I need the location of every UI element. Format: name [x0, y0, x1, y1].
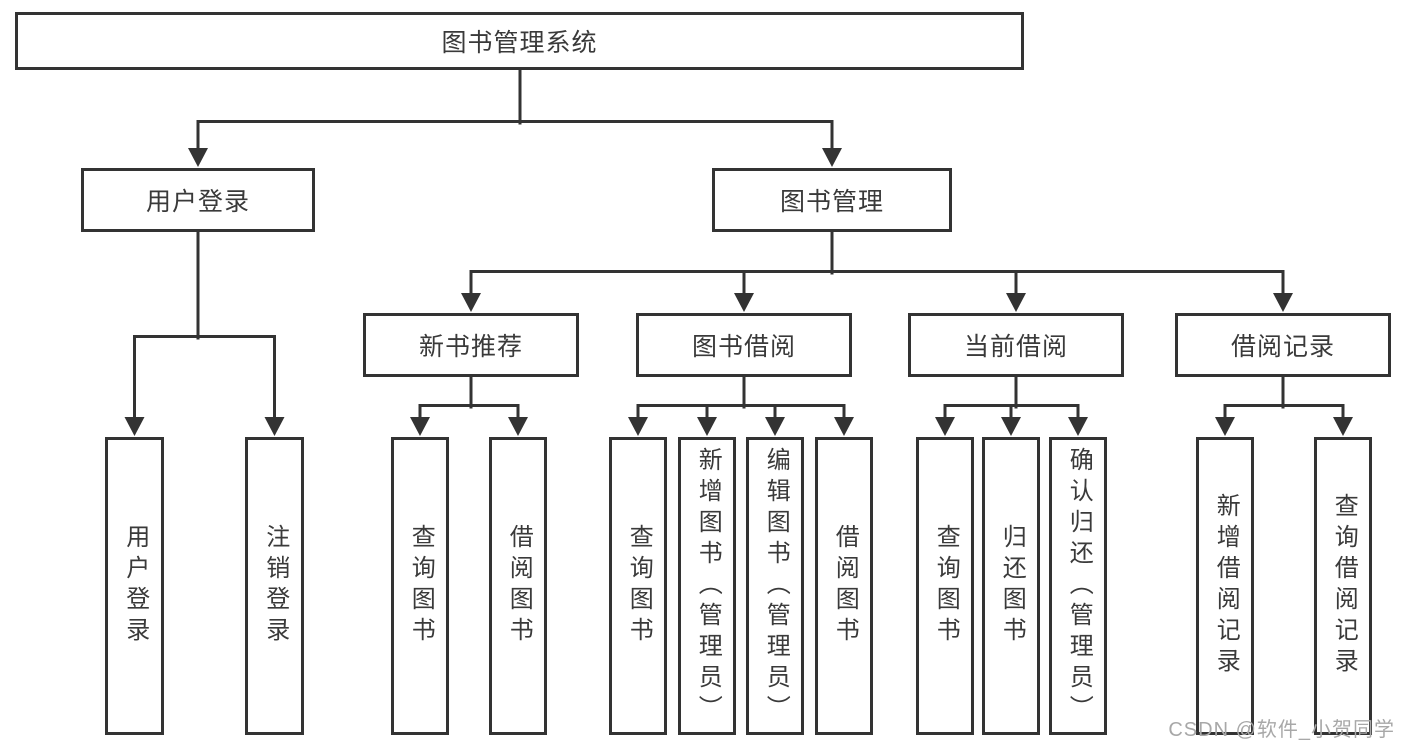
- node-book-management: 图书管理: [712, 168, 952, 232]
- node-borrow-records: 借阅记录: [1175, 313, 1391, 377]
- leaf-borrow-borrow-books: 借阅图书: [815, 437, 873, 735]
- leaf-recommend-borrow-books: 借阅图书: [489, 437, 547, 735]
- leaf-borrow-edit-books-admin: 编辑图书（管理员）: [746, 437, 804, 735]
- node-book-borrow: 图书借阅: [636, 313, 852, 377]
- leaf-current-confirm-return-admin: 确认归还（管理员）: [1049, 437, 1107, 735]
- leaf-records-query-record: 查询借阅记录: [1314, 437, 1372, 735]
- node-new-book-recommend: 新书推荐: [363, 313, 579, 377]
- leaf-logout: 注销登录: [245, 437, 304, 735]
- node-root: 图书管理系统: [15, 12, 1024, 70]
- leaf-borrow-add-books-admin: 新增图书（管理员）: [678, 437, 736, 735]
- leaf-borrow-query-books: 查询图书: [609, 437, 667, 735]
- node-current-borrow: 当前借阅: [908, 313, 1124, 377]
- leaf-current-return-books: 归还图书: [982, 437, 1040, 735]
- leaf-recommend-query-books: 查询图书: [391, 437, 449, 735]
- tree-edges: [133, 68, 1345, 421]
- watermark: CSDN @软件_小贺同学: [1168, 719, 1395, 741]
- leaf-user-login: 用户登录: [105, 437, 164, 735]
- leaf-records-add-record: 新增借阅记录: [1196, 437, 1254, 735]
- node-user-login: 用户登录: [81, 168, 315, 232]
- leaf-current-query-books: 查询图书: [916, 437, 974, 735]
